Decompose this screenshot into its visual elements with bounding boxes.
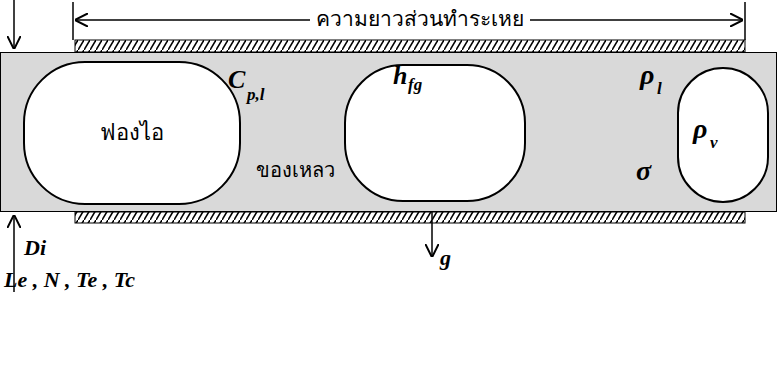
vapor-bubble (345, 65, 525, 201)
liquid-label: ของเหลว (256, 159, 335, 181)
property-symbol: C (228, 66, 245, 95)
parameter-label: Le , N , Te , Tc (4, 268, 135, 292)
diameter-label: Di (24, 236, 46, 260)
gravity-label: g (440, 246, 451, 270)
diameter-arrow (13, 0, 15, 48)
subscript: p,l (247, 86, 264, 105)
property-symbol: ρ (693, 114, 707, 145)
wall-hatch (75, 212, 745, 223)
liquid-tube: ของเหลว ฟองไอ (0, 52, 777, 212)
property-symbol: σ (636, 156, 651, 187)
subscript: v (710, 134, 718, 153)
length-label: ความยาวส่วนทำระเหย (310, 8, 530, 31)
wall-hatch (75, 40, 745, 52)
bubble-label: ฟองไอ (100, 121, 164, 145)
subscript: l (657, 80, 662, 99)
subscript: fg (408, 76, 422, 95)
extent-line (72, 2, 74, 40)
extent-line (744, 2, 746, 40)
property-symbol: h (393, 62, 407, 91)
property-symbol: ρ (640, 60, 654, 91)
vapor-bubble: ฟองไอ (23, 61, 241, 205)
vapor-bubble (678, 68, 768, 202)
